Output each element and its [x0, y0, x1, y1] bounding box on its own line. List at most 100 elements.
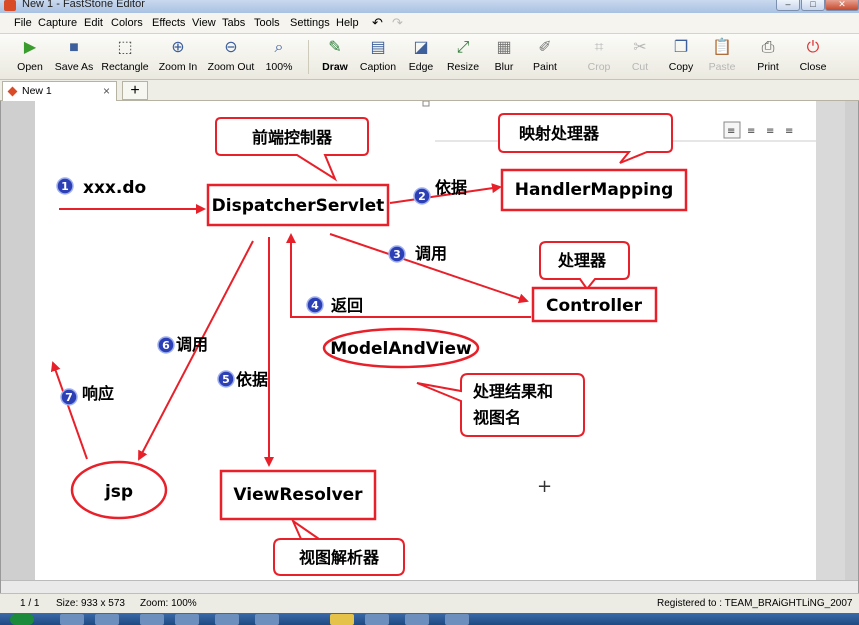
- cut-button[interactable]: ✂ Cut: [631, 39, 649, 73]
- draw-button[interactable]: ✎ Draw: [322, 39, 348, 73]
- menu-colors[interactable]: Colors: [111, 17, 143, 29]
- start-button-icon[interactable]: [10, 614, 34, 625]
- toolbar: ▶ Open ■ Save As ⬚ Rectangle ⊕ Zoom In ⊖…: [0, 34, 859, 80]
- taskbar-app-icon[interactable]: [405, 614, 429, 625]
- menu-file[interactable]: File: [14, 17, 32, 29]
- app-icon: [4, 0, 16, 11]
- crop-icon: ⌗: [594, 39, 604, 56]
- callout-view-resolver-text: 视图解析器: [299, 548, 380, 567]
- step-7: 7 响应: [60, 384, 114, 406]
- close-button[interactable]: ⏻ Close: [799, 39, 827, 73]
- os-taskbar: [0, 613, 859, 625]
- svg-text:≡: ≡: [747, 126, 755, 137]
- taskbar-app-icon[interactable]: [140, 614, 164, 625]
- arrow-to-mapping: [389, 183, 502, 204]
- add-tab-button[interactable]: +: [122, 81, 148, 100]
- node-model-and-view: [322, 327, 480, 369]
- resize-button[interactable]: ⤢ Resize: [446, 39, 480, 73]
- arrow-response: [50, 361, 88, 460]
- maximize-button[interactable]: □: [801, 0, 825, 11]
- blur-button[interactable]: ▦ Blur: [494, 39, 514, 73]
- rectangle-button[interactable]: ⬚ Rectangle: [101, 39, 149, 73]
- crop-button[interactable]: ⌗ Crop: [587, 39, 611, 73]
- undo-icon[interactable]: ↶: [372, 15, 383, 30]
- taskbar-app-icon[interactable]: [60, 614, 84, 625]
- save-as-button[interactable]: ■ Save As: [54, 39, 94, 73]
- svg-text:7: 7: [65, 391, 73, 404]
- step-5: 5 依据: [217, 370, 268, 389]
- taskbar-app-icon[interactable]: [95, 614, 119, 625]
- paint-button[interactable]: ✐ Paint: [533, 39, 557, 73]
- status-bar: 1 / 1 Size: 933 x 573 Zoom: 100% Registe…: [0, 593, 859, 613]
- draw-pen-icon: ✎: [328, 39, 342, 56]
- menu-effects[interactable]: Effects: [152, 17, 186, 29]
- callout-mapper: [498, 113, 673, 164]
- taskbar-app-icon[interactable]: [365, 614, 389, 625]
- menu-edit[interactable]: Edit: [84, 17, 103, 29]
- svg-text:≡: ≡: [766, 126, 774, 137]
- close-window-button[interactable]: ✕: [825, 0, 859, 11]
- step-3-badge: [388, 245, 406, 263]
- copy-button[interactable]: ❐ Copy: [668, 39, 694, 73]
- zoom-out-button[interactable]: ⊖ Zoom Out: [207, 39, 255, 73]
- crosshair-cursor: +: [537, 476, 552, 497]
- step-3: 3 调用: [388, 244, 447, 263]
- zoom-in-button[interactable]: ⊕ Zoom In: [158, 39, 198, 73]
- paste-button[interactable]: 📋 Paste: [708, 39, 736, 73]
- callout-handler: [539, 241, 630, 291]
- scissors-icon: ✂: [633, 39, 647, 56]
- svg-text:≡: ≡: [785, 126, 793, 137]
- print-button[interactable]: ⎙ Print: [757, 39, 779, 73]
- step-3-label: 调用: [415, 244, 447, 263]
- open-button[interactable]: ▶ Open: [17, 39, 43, 73]
- menu-help[interactable]: Help: [336, 17, 359, 29]
- resize-icon: ⤢: [456, 39, 470, 56]
- node-jsp-text: jsp: [104, 482, 133, 502]
- tab-new-1[interactable]: New 1 ×: [2, 81, 117, 101]
- step-5-label: 依据: [236, 370, 268, 389]
- menu-settings[interactable]: Settings: [290, 17, 330, 29]
- menu-tools[interactable]: Tools: [254, 17, 280, 29]
- step-5-badge: [217, 370, 235, 388]
- node-handler-mapping-text: HandlerMapping: [515, 180, 674, 200]
- tab-bar: New 1 × +: [0, 80, 859, 101]
- edge-button[interactable]: ◪ Edge: [408, 39, 434, 73]
- caption-button[interactable]: ▤ Caption: [359, 39, 397, 73]
- paste-icon: 📋: [712, 39, 732, 56]
- taskbar-app-icon[interactable]: [175, 614, 199, 625]
- step-6: 6 调用: [157, 335, 208, 354]
- taskbar-app-icon[interactable]: [215, 614, 239, 625]
- step-4-badge: [306, 296, 324, 314]
- menu-tabs[interactable]: Tabs: [222, 17, 246, 29]
- redo-icon[interactable]: ↷: [392, 15, 403, 30]
- menu-bar: File Capture Edit Colors Effects View Ta…: [0, 13, 859, 34]
- work-area: ≡ ≡ ≡ ≡ 前端控制器 映射处理器 处理器 处理结果和 视图名 视图解析器 …: [0, 101, 859, 593]
- callout-front-controller-text: 前端控制器: [252, 128, 333, 147]
- step-4: 4 返回: [306, 296, 363, 315]
- zoom-out-icon: ⊖: [224, 39, 238, 56]
- menu-view[interactable]: View: [192, 17, 216, 29]
- svg-text:6: 6: [162, 339, 170, 352]
- menu-capture[interactable]: Capture: [38, 17, 78, 29]
- svg-text:4: 4: [311, 299, 319, 312]
- svg-text:1: 1: [61, 180, 69, 193]
- arrow-to-jsp: [138, 240, 254, 461]
- zoom-level-button[interactable]: ⌕ 100%: [265, 39, 293, 73]
- toolbar-divider: [308, 40, 309, 74]
- step-1-badge: [56, 177, 74, 195]
- step-7-label: 响应: [82, 384, 114, 403]
- taskbar-app-icon[interactable]: [330, 614, 354, 625]
- save-icon: ■: [69, 39, 79, 56]
- horizontal-scrollbar[interactable]: [1, 580, 858, 593]
- status-zoom: Zoom: 100%: [140, 598, 197, 609]
- close-tab-icon[interactable]: ×: [102, 84, 110, 98]
- node-dispatcher: [206, 183, 390, 227]
- taskbar-app-icon[interactable]: [445, 614, 469, 625]
- step-2-label: 依据: [435, 178, 467, 197]
- node-view-resolver-text: ViewResolver: [233, 485, 363, 505]
- mvc-diagram: ≡ ≡ ≡ ≡ 前端控制器 映射处理器 处理器 处理结果和 视图名 视图解析器 …: [50, 101, 816, 576]
- folder-open-icon: ▶: [23, 39, 37, 56]
- step-1: 1 xxx.do: [56, 177, 146, 198]
- taskbar-app-icon[interactable]: [255, 614, 279, 625]
- minimize-button[interactable]: –: [776, 0, 800, 11]
